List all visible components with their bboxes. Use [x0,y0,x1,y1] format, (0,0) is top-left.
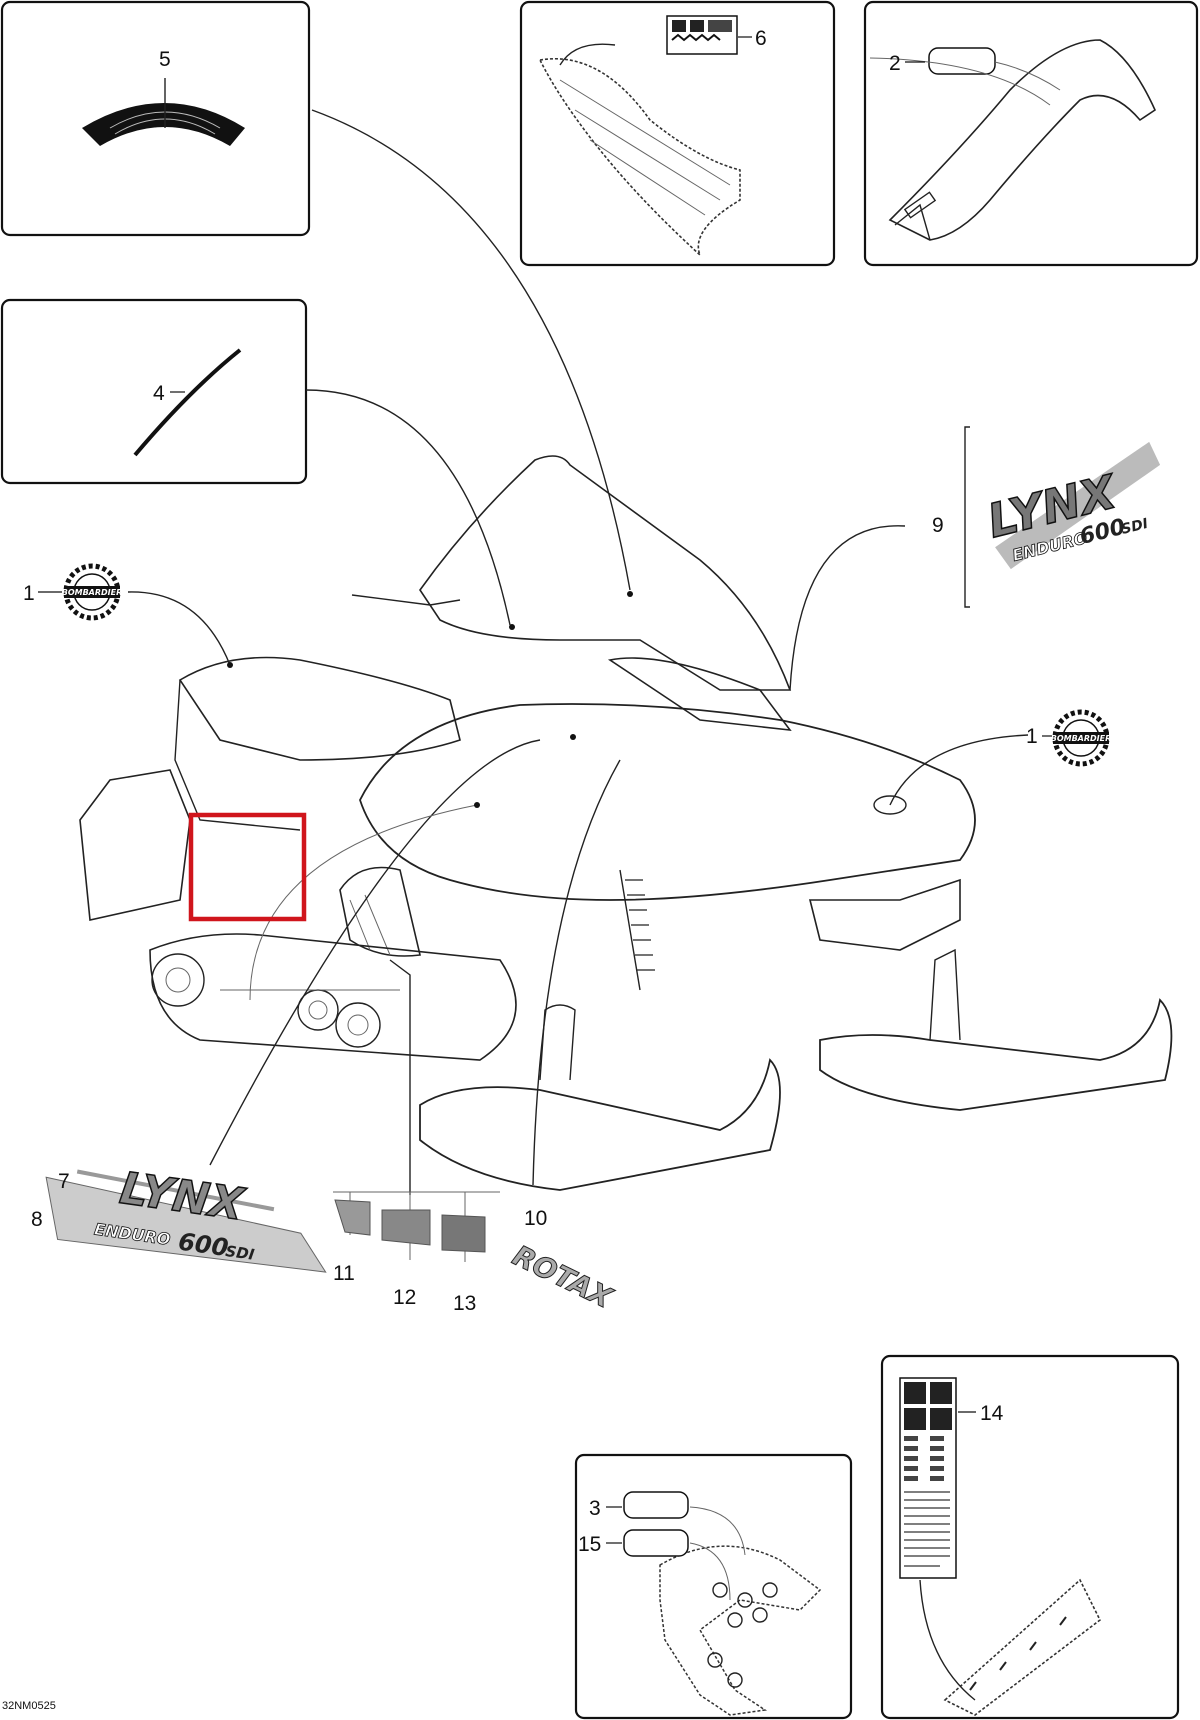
lynx-enduro-decal-9: LYNX ENDURO 600 SDI [982,441,1161,570]
brand-badge-text: BOMBARDIER [62,588,123,597]
bracket-9 [964,426,970,608]
callout-10: 10 [524,1207,547,1230]
callout-7: 7 [58,1170,70,1193]
callout-6: 6 [755,27,767,50]
callout-numbers: 1 1 2 3 4 5 6 7 8 9 10 11 12 13 14 15 [23,27,1052,1556]
inset-box-5 [0,0,311,237]
callout-11: 11 [333,1262,355,1285]
highlight-box [188,812,307,922]
callout-2: 2 [889,52,901,75]
snowmobile-illustration [79,455,1173,1191]
inset-box-3-15 [574,1453,853,1720]
bombardier-badge-left: BOMBARDIER [62,563,123,621]
rotax-text: ROTAX [508,1239,619,1316]
model-suffix-text-8: SDI [224,1242,255,1264]
blank-label-3 [623,1491,689,1519]
callout-15: 15 [578,1533,601,1556]
inset-box-14 [880,1354,1180,1720]
brand-badge-text: BOMBARDIER [1051,734,1112,743]
callout-12: 12 [393,1286,416,1309]
inset-box-2 [863,0,1199,267]
arc-decal-5 [82,103,245,146]
callout-4: 4 [153,382,165,405]
vent-decals-11-13 [334,1199,486,1253]
callout-5: 5 [159,48,171,71]
rotax-decal-10: ROTAX [507,1238,619,1316]
drawing-code: 32NM0525 [2,1700,56,1712]
callout-14: 14 [980,1402,1004,1425]
blank-label-15 [623,1529,689,1557]
inset-box-6 [519,0,836,267]
leader-lines [127,57,1051,1601]
callout-9: 9 [932,514,944,537]
bombardier-badge-right: BOMBARDIER [1051,709,1112,767]
model-suffix-text-9: SDI [1120,516,1150,538]
lynx-enduro-decal-7-8: LYNX ENDURO 600 SDI [45,1162,327,1273]
callout-8: 8 [31,1208,43,1231]
callout-13: 13 [453,1292,476,1315]
blank-label-2 [928,47,996,75]
stripe-decal-4 [133,348,242,457]
callout-1-left: 1 [23,582,35,605]
callout-3: 3 [589,1497,601,1520]
callout-1-right: 1 [1026,725,1038,748]
model-number-text-8: 600 [177,1227,231,1262]
inset-box-4 [0,298,308,485]
